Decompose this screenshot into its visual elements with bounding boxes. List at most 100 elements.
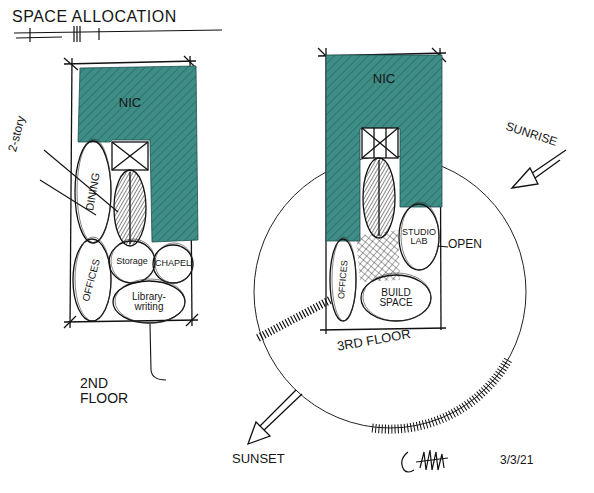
program-bubble: Library-writing xyxy=(112,280,186,324)
stair-landing xyxy=(362,128,398,158)
annotation-text: OPEN xyxy=(448,238,498,251)
text-holder: NIC xyxy=(108,92,152,114)
bubble-label: OFFICES xyxy=(337,260,350,300)
annotation-text: 2-story xyxy=(6,92,34,153)
stair-cross xyxy=(373,128,374,158)
bubble-label: STUDIO LAB xyxy=(399,228,439,247)
underline-tick xyxy=(76,26,77,42)
sunset-arrow xyxy=(248,390,302,444)
zone-fill xyxy=(326,55,442,241)
underline-stroke xyxy=(14,30,222,33)
bubble-outline xyxy=(399,204,439,270)
text-holder: OFFICES xyxy=(72,238,112,322)
stair-cross xyxy=(362,128,398,158)
plan-wall xyxy=(320,328,446,330)
bubble-label: Storage xyxy=(116,257,148,266)
stair-cross xyxy=(385,128,386,158)
bubble-label: CHAPEL xyxy=(155,259,191,268)
arrow-shaft xyxy=(258,390,296,428)
plan-wall xyxy=(64,61,196,64)
nic-zone-outline xyxy=(78,66,198,242)
arrow-shaft xyxy=(262,394,302,432)
zone-hatch xyxy=(326,55,442,241)
text-holder: NIC xyxy=(362,67,406,91)
arrow-head xyxy=(248,422,270,444)
orientation-label: SUNSET xyxy=(232,452,312,466)
stair-divider xyxy=(378,160,379,236)
bubble-outline xyxy=(75,237,111,321)
leader-line xyxy=(438,246,448,247)
plan-wall xyxy=(70,58,72,328)
bubble-outline xyxy=(75,141,111,243)
text-holder: Storage xyxy=(108,240,156,284)
bubble-outline xyxy=(73,239,111,321)
program-bubble: Storage xyxy=(108,240,156,284)
shade-hatching xyxy=(372,360,508,429)
underline-tick xyxy=(98,28,99,40)
orientation-label: SUNRISE xyxy=(504,120,584,157)
bubble-label: Library-writing xyxy=(120,292,178,313)
stair-cross xyxy=(112,142,148,170)
corner-mark xyxy=(186,314,198,326)
program-bubble: CHAPEL xyxy=(152,244,194,284)
stair-third-floor xyxy=(362,128,398,238)
stair-landing xyxy=(112,142,148,170)
leader-lines xyxy=(40,150,448,380)
date-label: 3/3/21 xyxy=(500,454,560,467)
program-bubble: DINING xyxy=(74,140,112,244)
zone-fill xyxy=(78,66,198,242)
bubble-label: NIC xyxy=(373,72,395,86)
bubble-label: NIC xyxy=(119,96,141,110)
bubble-outline xyxy=(363,273,431,321)
bubble-outline xyxy=(111,239,155,283)
underline-tick xyxy=(73,26,74,42)
sheet-title: SPACE ALLOCATION xyxy=(12,8,177,26)
bubble-outline xyxy=(115,279,185,323)
nic-zone: NIC xyxy=(78,66,198,242)
third-floor-outline xyxy=(318,48,446,334)
open-area-hatch xyxy=(356,230,400,282)
text-holder: CHAPEL xyxy=(152,244,194,284)
shade-hatching xyxy=(258,300,330,338)
leader-line xyxy=(150,324,166,380)
corner-mark xyxy=(64,58,78,70)
bubble-outline xyxy=(332,237,356,321)
floor-label: 3RD FLOOR xyxy=(336,329,403,355)
corner-mark xyxy=(64,316,76,328)
text-holder: BUILD SPACE xyxy=(370,274,422,322)
nic-zone: NIC xyxy=(326,55,442,251)
underline-stroke xyxy=(16,37,62,38)
bubble-label: OFFICES xyxy=(81,258,102,303)
stair-cross xyxy=(112,142,148,170)
scribble-c xyxy=(402,452,414,472)
bubble-outline xyxy=(330,239,356,321)
underline-tick xyxy=(79,26,80,42)
underline-tick xyxy=(29,28,30,42)
bubble-label: DINING xyxy=(84,172,102,212)
stair-second-floor xyxy=(112,142,148,246)
text-holder: Library-writing xyxy=(120,280,178,324)
stair-run xyxy=(363,158,395,238)
text-holder: OFFICES xyxy=(329,238,357,322)
arrow-head xyxy=(512,168,538,188)
bubble-label: BUILD SPACE xyxy=(370,288,422,309)
bubble-outline xyxy=(155,243,193,283)
signature-scribble xyxy=(402,450,448,472)
text-holder: STUDIO LAB xyxy=(399,203,439,271)
title-underline xyxy=(14,26,222,42)
zone-hatch xyxy=(78,66,198,242)
scribble-hatch xyxy=(416,458,448,462)
program-bubble: OFFICES xyxy=(72,238,112,322)
bubble-outline xyxy=(77,139,111,243)
program-bubble: STUDIO LAB xyxy=(398,203,440,271)
program-bubble: BUILD SPACE xyxy=(360,274,432,322)
sunrise-arrow xyxy=(512,150,566,188)
stair-divider xyxy=(129,172,130,244)
second-floor-outline xyxy=(64,56,198,328)
stair-cross xyxy=(362,128,398,158)
stair-run xyxy=(114,170,146,246)
text-holder: DINING xyxy=(74,140,112,244)
floor-label: 2ND FLOOR xyxy=(80,376,150,407)
